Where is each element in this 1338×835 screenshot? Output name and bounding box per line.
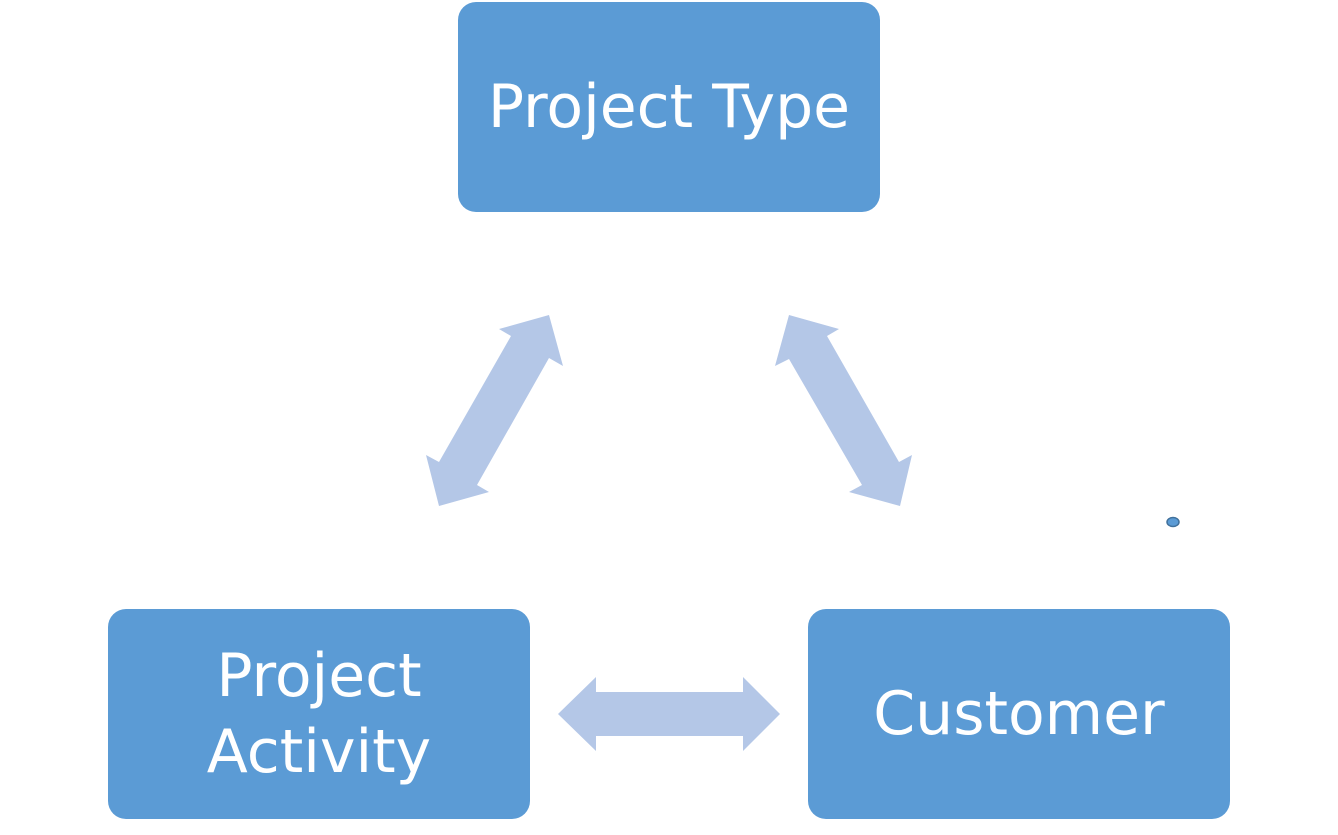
- small-dot: [1166, 516, 1180, 528]
- project-activity-label-line2: Activity: [206, 717, 432, 787]
- customer-label: Customer: [873, 679, 1165, 749]
- arrow-activity-customer: [558, 677, 780, 751]
- project-activity-box: Project Activity: [108, 609, 530, 819]
- customer-box: Customer: [808, 609, 1230, 819]
- project-type-label: Project Type: [487, 72, 851, 142]
- arrow-type-activity: [426, 315, 563, 506]
- arrow-type-customer: [775, 315, 912, 506]
- project-activity-label-line1: Project: [216, 641, 422, 711]
- project-type-box: Project Type: [458, 2, 880, 212]
